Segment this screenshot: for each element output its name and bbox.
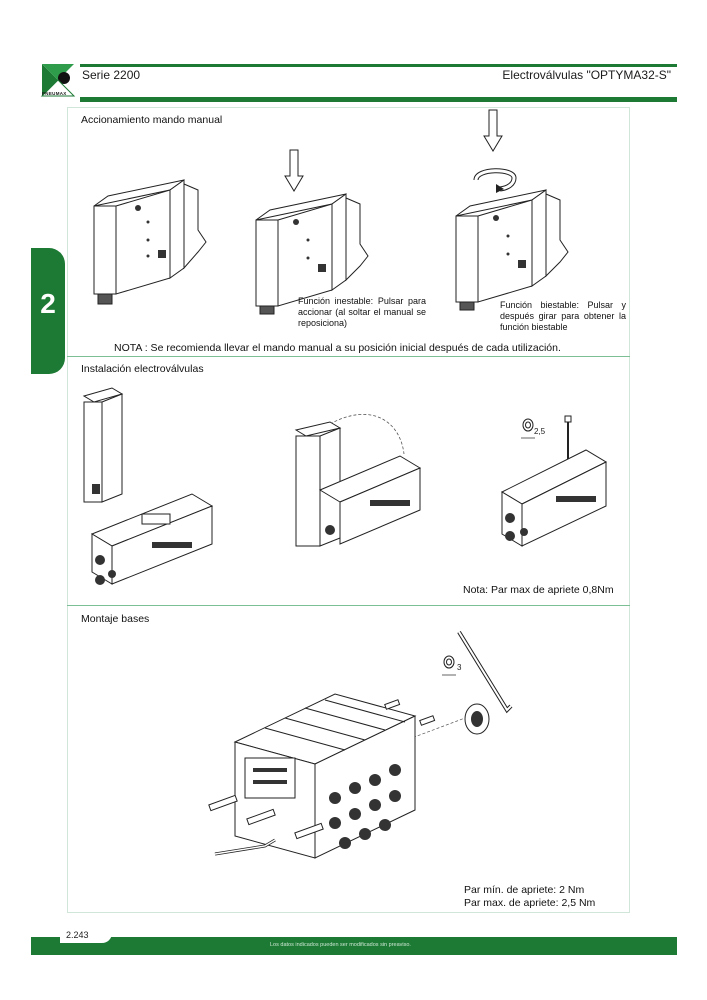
manifold-assembly-drawing: [208, 693, 466, 859]
chapter-tab: [31, 248, 65, 374]
caption-unstable: Función inestable: Pulsar para accionar …: [298, 296, 426, 328]
section-title-manual: Accionamiento mando manual: [81, 114, 223, 126]
install-step-1-drawing: [82, 387, 214, 585]
page-number: 2.243: [66, 930, 89, 940]
pneumax-logo-icon: [40, 64, 76, 97]
footer-bar: [31, 937, 677, 955]
hex-size-install: 2,5: [534, 427, 546, 436]
hex-key-icon-2: [442, 655, 456, 676]
product-title: Electroválvulas "OPTYMA32-S": [502, 68, 671, 82]
section-title-bases: Montaje bases: [81, 613, 150, 625]
hex-key-icon: [521, 418, 535, 439]
logo-text: PNEUMAX: [42, 91, 67, 96]
hex-size-bases: 3: [457, 663, 462, 672]
caption-bistable: Función biestable: Pulsar y después gira…: [500, 300, 626, 332]
torque-min: Par mín. de apriete: 2 Nm: [464, 884, 585, 896]
section-title-install: Instalación electroválvulas: [81, 363, 204, 375]
section-divider-2: [67, 605, 630, 606]
content-frame: [67, 107, 630, 913]
chapter-number: 2: [40, 288, 56, 319]
push-arrow-icon-2: [483, 109, 503, 152]
valve-drawing-unstable: [255, 193, 369, 315]
valve-drawing-bistable: [455, 189, 569, 311]
push-arrow-icon: [284, 149, 304, 192]
page-number-tab: [60, 933, 112, 943]
install-step-3-drawing: [500, 415, 608, 547]
end-plate-cap-drawing: [464, 703, 490, 735]
rotate-arrow-icon: [473, 168, 517, 193]
manual-note: NOTA : Se recomienda llevar el mando man…: [114, 342, 561, 354]
valve-drawing-neutral: [93, 179, 207, 305]
section-divider-1: [67, 356, 630, 357]
allen-wrench-drawing: [457, 630, 513, 714]
install-note: Nota: Par max de apriete 0,8Nm: [463, 584, 614, 596]
series-title: Serie 2200: [82, 68, 141, 82]
header-rule-bottom: [80, 97, 677, 102]
header-rule-top: [80, 64, 677, 67]
install-step-2-drawing: [294, 414, 422, 547]
footer-disclaimer: Los datos indicados pueden ser modificad…: [270, 942, 411, 948]
torque-max: Par max. de apriete: 2,5 Nm: [464, 897, 596, 909]
